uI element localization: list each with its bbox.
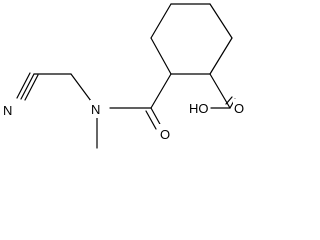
nitrile-bond [20, 73, 35, 100]
acid-oxygen-label: O [234, 101, 244, 116]
acid-co-double-bond [225, 96, 233, 105]
amide-oxygen-label: O [160, 127, 170, 142]
atom-labels: N N O HO O [3, 99, 247, 142]
amide-nitrogen-label: N [91, 102, 100, 117]
amide-co-double-bond [150, 107, 162, 127]
amide-group [70, 73, 172, 149]
structure-diagram: N N O HO O [3, 3, 247, 149]
label-mask [159, 124, 173, 142]
label-mask [233, 99, 247, 117]
nitrile-bond [24, 74, 39, 101]
hydroxyl-label: HO [189, 101, 209, 116]
ring-bond [209, 37, 233, 75]
ring-bond [150, 3, 172, 39]
cyanoethyl-chain [16, 72, 72, 101]
nitrile-bond [16, 72, 31, 99]
ring-to-amide-bond [150, 73, 172, 109]
ring-bond [150, 37, 172, 75]
ring-bond [209, 3, 233, 39]
cyclohexane-ring [150, 3, 233, 75]
carboxylic-acid-group [209, 73, 236, 109]
molecule-drawing: N N O HO O [3, 3, 247, 149]
nitrile-nitrogen-label: N [3, 103, 12, 118]
amide-co-double-bond [145, 110, 157, 130]
label-mask [90, 100, 104, 118]
n-ethyl-bond [70, 73, 92, 102]
label-mask [3, 100, 17, 118]
label-mask [188, 99, 210, 117]
